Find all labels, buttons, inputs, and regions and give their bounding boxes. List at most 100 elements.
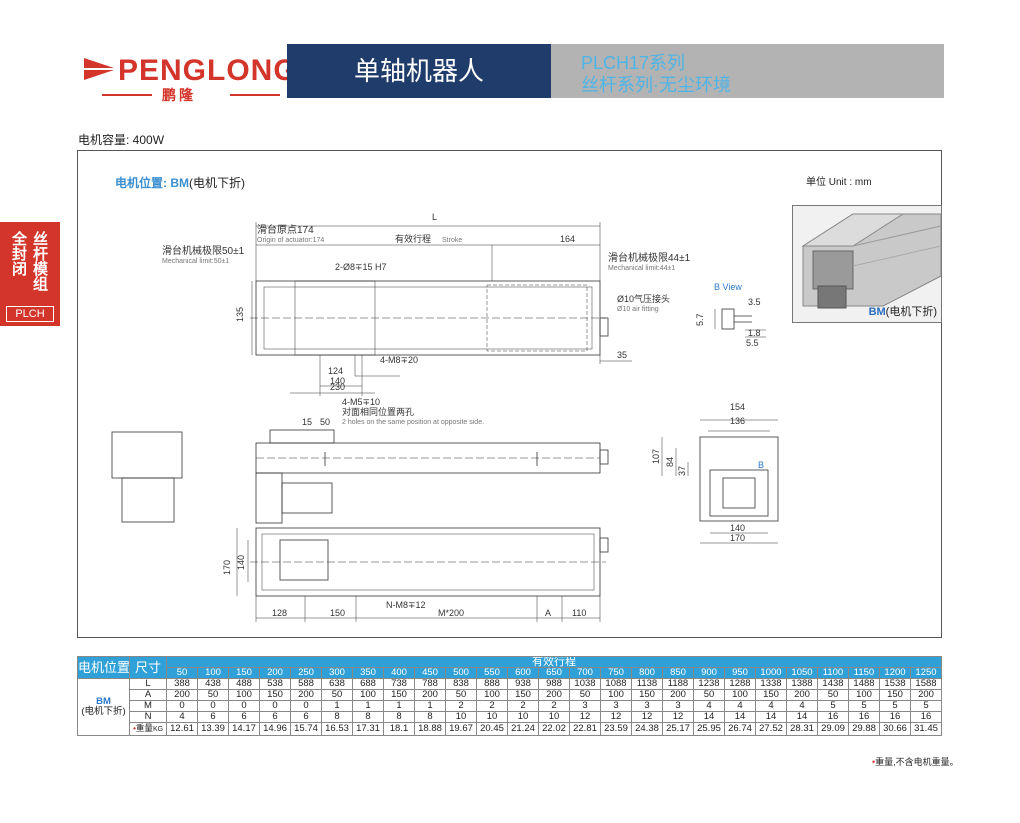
table-cell: 1 <box>383 700 415 712</box>
weight-cell: 12.61 <box>166 722 198 736</box>
weight-cell: 14.17 <box>228 722 260 736</box>
weight-cell: 14.96 <box>259 722 291 736</box>
table-cell: 4 <box>693 700 725 712</box>
table-cell: 200 <box>910 689 942 701</box>
dim-37: 37 <box>677 466 687 476</box>
stroke-value: 400 <box>383 667 415 679</box>
stroke-value: 500 <box>445 667 477 679</box>
weight-cell: 20.45 <box>476 722 508 736</box>
table-cell: 50 <box>321 689 353 701</box>
table-cell: 100 <box>228 689 260 701</box>
dim-140: 140 <box>330 376 345 386</box>
weight-cell: 18.1 <box>383 722 415 736</box>
table-cell: 838 <box>445 678 477 690</box>
row-label: A <box>129 689 167 701</box>
row-label: N <box>129 711 167 723</box>
footnote-text: 重量,不含电机重量。 <box>875 757 959 767</box>
logo-chinese: 鹏隆 <box>162 87 196 103</box>
table-cell: 50 <box>817 689 849 701</box>
table-cell: 12 <box>631 711 663 723</box>
table-cell: 4 <box>786 700 818 712</box>
logo-mark-icon <box>84 58 114 80</box>
hole-spec-2: 4-M8∓20 <box>380 355 418 365</box>
table-cell: 150 <box>259 689 291 701</box>
stroke-value: 300 <box>321 667 353 679</box>
motor-position-title: 电机位置: BM(电机下折) <box>115 174 245 191</box>
table-cell: 10 <box>476 711 508 723</box>
logo-word: PENGLONG <box>118 54 298 87</box>
dim-15: 15 <box>302 417 312 427</box>
side-tab[interactable]: 丝杆模组 全封闭 PLCH <box>0 222 60 326</box>
table-cell: 12 <box>662 711 694 723</box>
dim-140-end: 140 <box>730 523 745 533</box>
dim-5-5: 5.5 <box>746 338 759 348</box>
stroke-value: 650 <box>538 667 570 679</box>
table-cell: 14 <box>693 711 725 723</box>
table-cell: 10 <box>507 711 539 723</box>
air-fitting-cn: Ø10气压接头 <box>617 293 670 304</box>
stroke-value: 1150 <box>848 667 880 679</box>
footnote: •重量,不含电机重量。 <box>872 755 959 768</box>
b-marker: B <box>758 460 764 470</box>
table-cell: 1488 <box>848 678 880 690</box>
dim-170-end: 170 <box>730 533 745 543</box>
table-cell: 1388 <box>786 678 818 690</box>
table-cell: 50 <box>569 689 601 701</box>
weight-text: 重量 <box>135 723 153 734</box>
table-cell: 788 <box>414 678 446 690</box>
motor-position-value: BM <box>170 176 190 190</box>
dim-135: 135 <box>235 307 245 322</box>
table-cell: 3 <box>600 700 632 712</box>
weight-cell: 22.81 <box>569 722 601 736</box>
table-cell: 0 <box>259 700 291 712</box>
dim-84: 84 <box>665 457 675 467</box>
product-photo: BM(电机下折) <box>792 205 942 323</box>
table-cell: 200 <box>538 689 570 701</box>
table-cell: 8 <box>352 711 384 723</box>
table-cell: 10 <box>538 711 570 723</box>
dim-L: L <box>432 212 437 222</box>
left-end-view <box>111 431 183 479</box>
hole-spec-3-cn: 对面相同位置两孔 <box>342 406 414 417</box>
dim-1-8: 1.8 <box>748 328 761 338</box>
table-cell: 588 <box>290 678 322 690</box>
dim-170: 170 <box>222 560 232 575</box>
table-cell: 150 <box>383 689 415 701</box>
weight-cell: 25.17 <box>662 722 694 736</box>
row-label: L <box>129 678 167 690</box>
weight-cell: 22.02 <box>538 722 570 736</box>
stroke-header: 有效行程 <box>166 656 942 668</box>
motor-position-label: 电机位置: <box>115 176 167 190</box>
table-cell: 2 <box>445 700 477 712</box>
table-cell: 2 <box>538 700 570 712</box>
table-cell: 1038 <box>569 678 601 690</box>
model-cell: BM(电机下折) <box>77 678 130 736</box>
stroke-value: 450 <box>414 667 446 679</box>
table-cell: 12 <box>569 711 601 723</box>
stroke-cn: 有效行程 <box>395 233 431 244</box>
table-cell: 12 <box>600 711 632 723</box>
table-cell: 1588 <box>910 678 942 690</box>
weight-cell: 27.52 <box>755 722 787 736</box>
hole-spec-3: 4-M5∓10 <box>342 397 380 407</box>
table-cell: 150 <box>507 689 539 701</box>
weight-cell: 17.31 <box>352 722 384 736</box>
dim-150: 150 <box>330 608 345 618</box>
unit-label: 单位 Unit : mm <box>806 177 872 188</box>
stroke-value: 750 <box>600 667 632 679</box>
weight-cell: 13.39 <box>197 722 229 736</box>
weight-cell: 26.74 <box>724 722 756 736</box>
table-cell: 4 <box>755 700 787 712</box>
table-cell: 938 <box>507 678 539 690</box>
table-cell: 4 <box>724 700 756 712</box>
weight-marker-icon: • <box>132 723 136 734</box>
table-cell: 1 <box>414 700 446 712</box>
stroke-value: 1000 <box>755 667 787 679</box>
stroke-value: 350 <box>352 667 384 679</box>
table-header-row: 电机位置尺寸有效行程 <box>77 656 942 679</box>
stroke-value: 550 <box>476 667 508 679</box>
dim-164: 164 <box>560 234 575 244</box>
